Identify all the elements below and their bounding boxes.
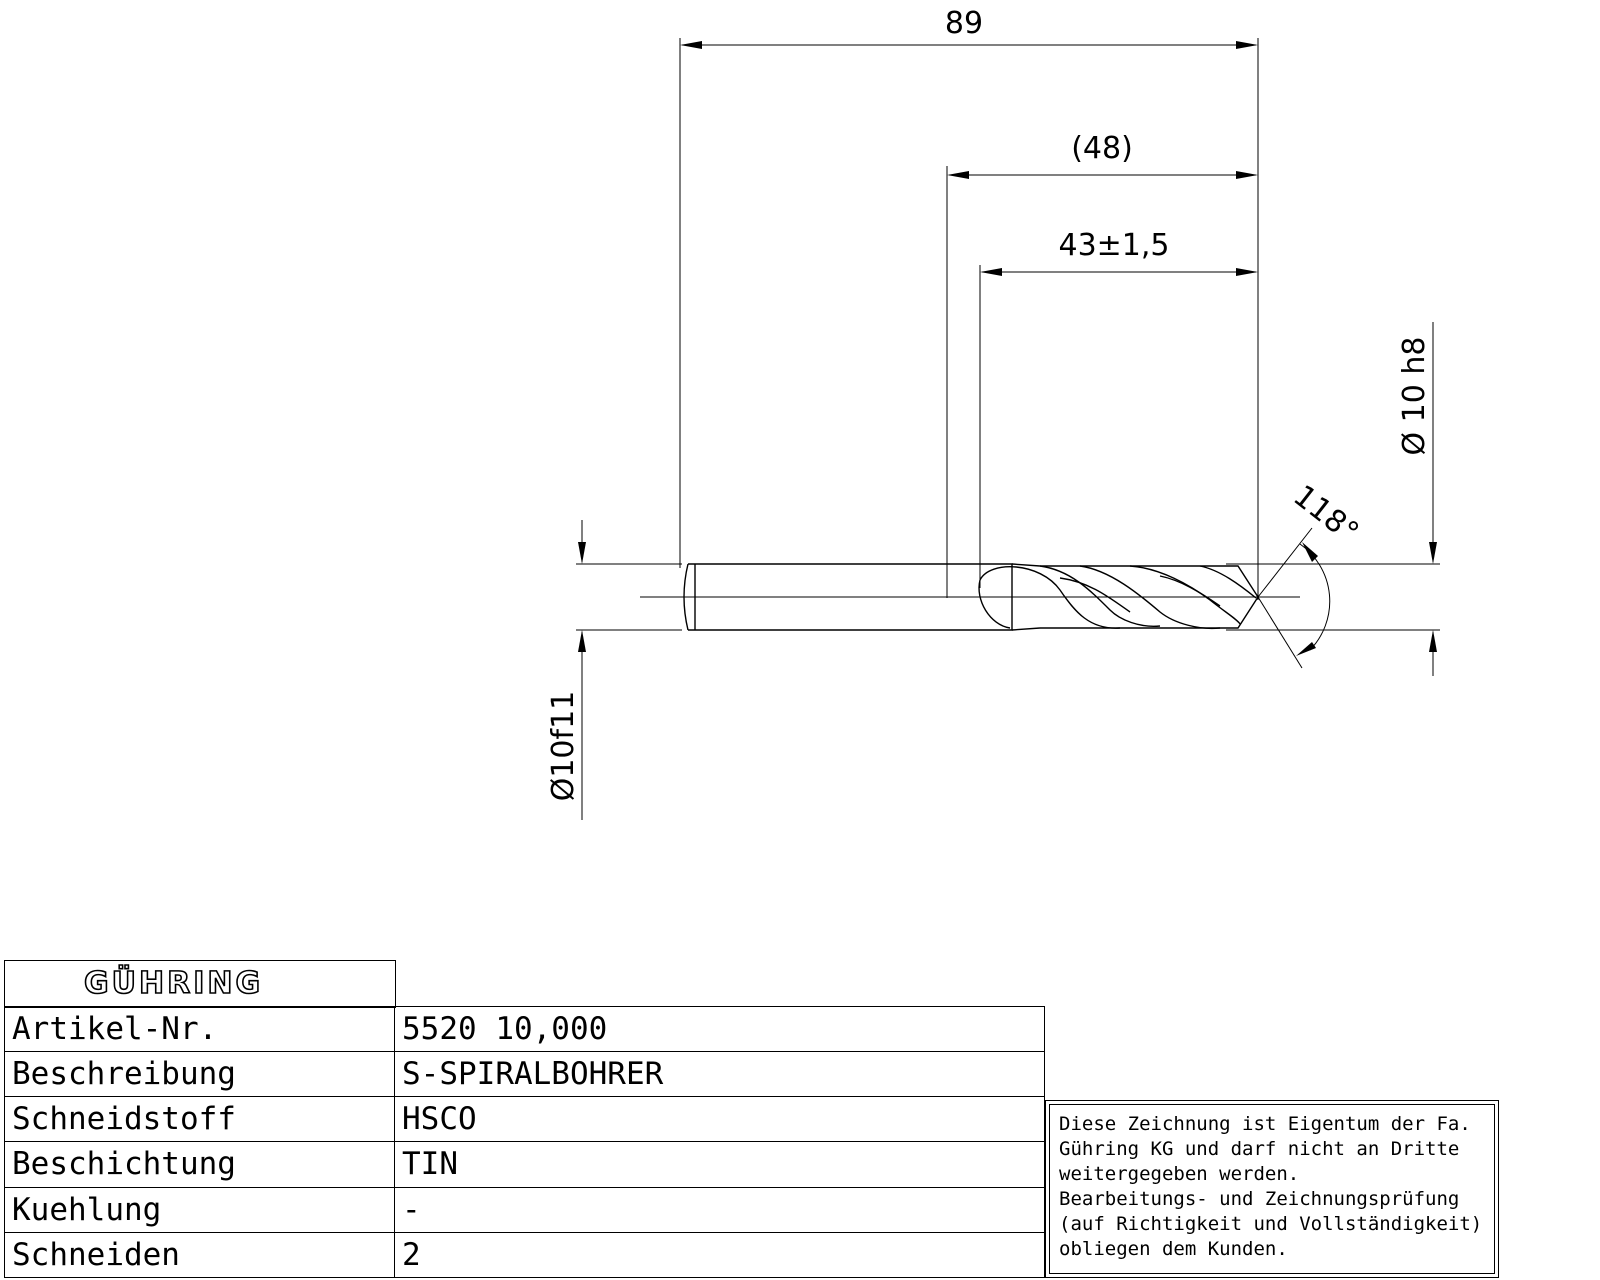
dimension-overall-length: 89 [679, 6, 1259, 600]
notice-line: Gühring KG und darf nicht an Dritte [1059, 1138, 1460, 1160]
notice-box [1045, 1100, 1499, 1278]
notice-line: obliegen dem Kunden. [1059, 1238, 1288, 1260]
notice-line: Diese Zeichnung ist Eigentum der Fa. [1059, 1113, 1471, 1135]
notice-line: weitergegeben werden. [1059, 1163, 1300, 1185]
title-block-table [4, 1006, 1045, 1278]
value-beschreibung: S-SPIRALBOHRER [402, 1056, 664, 1092]
logo-cell [4, 960, 396, 1008]
dimension-point-angle: 118° [1257, 478, 1365, 669]
notice-line: Bearbeitungs- und Zeichnungsprüfung [1059, 1188, 1460, 1210]
row-divider [4, 1051, 1045, 1052]
label-beschreibung: Beschreibung [12, 1056, 236, 1092]
value-kuehlung: - [402, 1192, 421, 1228]
row-divider [4, 1232, 1045, 1233]
notice-line: (auf Richtigkeit und Vollständigkeit) [1059, 1213, 1483, 1235]
value-schneidstoff: HSCO [402, 1101, 477, 1137]
label-artikel-nr: Artikel-Nr. [12, 1011, 218, 1047]
label-schneiden: Schneiden [12, 1237, 180, 1273]
value-artikel-nr: 5520 10,000 [402, 1011, 608, 1047]
dimension-shank-length: (48) [946, 131, 1258, 598]
dimension-label-89: 89 [945, 6, 983, 41]
notice-box-inner [1049, 1104, 1495, 1274]
row-divider [4, 1096, 1045, 1097]
row-divider [4, 1187, 1045, 1188]
guhring-logo: GÜHRING [83, 965, 264, 1002]
row-divider [4, 1141, 1045, 1142]
value-schneiden: 2 [402, 1237, 421, 1273]
dimension-label-43: 43±1,5 [1058, 228, 1169, 263]
label-beschichtung: Beschichtung [12, 1146, 236, 1182]
dimension-shank-diameter: Ø10f11 [546, 520, 682, 820]
dimension-flute-length: 43±1,5 [979, 228, 1258, 588]
title-block-column-divider [394, 1006, 395, 1278]
label-schneidstoff: Schneidstoff [12, 1101, 236, 1137]
dimension-label-diameter-f11: Ø10f11 [546, 691, 581, 802]
dimension-label-118: 118° [1287, 478, 1365, 550]
value-beschichtung: TIN [402, 1146, 458, 1182]
dimension-body-diameter: Ø 10 h8 [1226, 322, 1440, 676]
dimension-label-diameter-h8: Ø 10 h8 [1397, 337, 1432, 456]
dimension-label-48: (48) [1071, 131, 1133, 166]
label-kuehlung: Kuehlung [12, 1192, 162, 1228]
